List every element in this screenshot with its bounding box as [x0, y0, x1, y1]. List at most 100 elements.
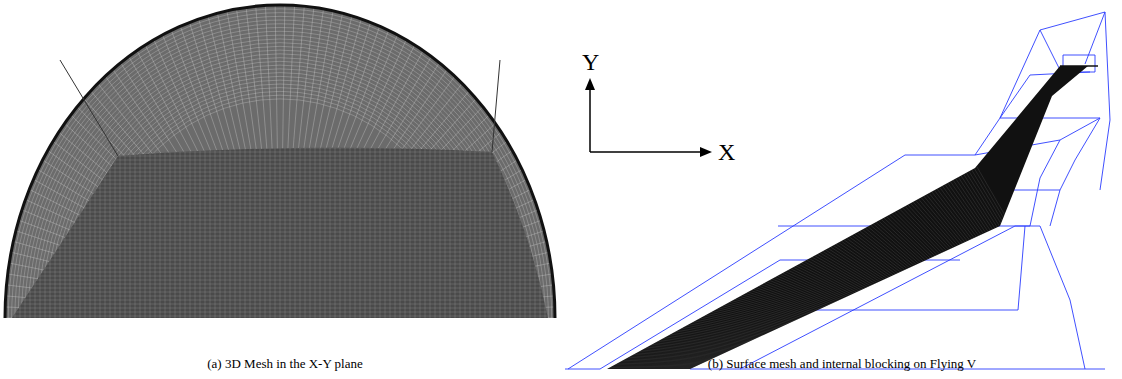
- mesh-line: [380, 140, 381, 320]
- mesh-line: [435, 140, 436, 320]
- mesh-line: [310, 140, 311, 320]
- mesh-line: [961, 176, 996, 231]
- mesh-line: [684, 327, 757, 339]
- mesh-line: [100, 140, 101, 320]
- mesh-line: [455, 140, 456, 320]
- mesh-line: [0, 312, 560, 313]
- mesh-line: [170, 140, 171, 320]
- mesh-line: [25, 140, 26, 320]
- mesh-line: [740, 296, 805, 317]
- mesh-line: [20, 140, 21, 320]
- mesh-line: [265, 140, 266, 320]
- mesh-line: [295, 140, 296, 320]
- mesh-line: [335, 140, 336, 320]
- mesh-line: [0, 240, 560, 241]
- mesh-line: [969, 171, 1003, 227]
- mesh-line: [0, 304, 560, 305]
- mesh-line: [0, 196, 560, 197]
- mesh-line: [0, 184, 560, 185]
- axis-label: Y: [582, 50, 599, 74]
- mesh-line: [470, 140, 471, 320]
- mesh-line: [918, 199, 959, 247]
- mesh-line: [375, 140, 376, 320]
- wing-tip: [1060, 65, 1098, 67]
- mesh-line: [210, 140, 211, 320]
- mesh-line: [966, 173, 1000, 228]
- mesh-line: [0, 220, 560, 221]
- mesh-line: [235, 140, 236, 320]
- mesh-line: [956, 179, 992, 233]
- mesh-line: [0, 160, 560, 161]
- wing-surface: [607, 66, 1088, 369]
- mesh-line: [650, 346, 727, 353]
- mesh-line: [748, 292, 812, 314]
- mesh-line: [0, 140, 1, 320]
- mesh-line: [485, 140, 486, 320]
- y-arrowhead: [585, 78, 595, 90]
- mesh-line: [55, 140, 56, 320]
- mesh-line: [948, 183, 985, 235]
- mesh-line: [0, 232, 560, 233]
- x-axis: [590, 151, 702, 153]
- inner-grid: [0, 140, 560, 320]
- mesh-line: [135, 140, 136, 320]
- mesh-line: [425, 140, 426, 320]
- mesh-line: [355, 140, 356, 320]
- mesh-line: [525, 140, 526, 320]
- mesh-line: [0, 188, 560, 189]
- mesh-line: [793, 267, 851, 296]
- mesh-line: [727, 304, 794, 322]
- mesh-line: [0, 192, 560, 193]
- mesh-line: [140, 140, 141, 320]
- mesh-line: [115, 140, 116, 320]
- mesh-line: [751, 291, 815, 313]
- mesh-line: [120, 140, 121, 320]
- mesh-line: [671, 334, 745, 344]
- mesh-line: [500, 140, 501, 320]
- mesh-line: [70, 140, 71, 320]
- mesh-line: [0, 204, 560, 205]
- mesh-line: [480, 140, 481, 320]
- mesh-line: [0, 264, 560, 265]
- mesh-line: [205, 140, 206, 320]
- mesh-line: [0, 228, 560, 229]
- mesh-line: [370, 140, 371, 320]
- mesh-line: [0, 144, 560, 145]
- mesh-line: [30, 140, 31, 320]
- mesh-line: [977, 167, 1010, 224]
- mesh-line: [45, 140, 46, 320]
- mesh-line: [921, 198, 962, 246]
- x-arrowhead: [700, 147, 712, 157]
- mesh-line: [450, 140, 451, 320]
- mesh-line: [280, 140, 281, 320]
- mesh-line: [0, 320, 560, 321]
- mesh-line: [796, 266, 853, 295]
- mesh-line: [0, 180, 560, 181]
- mesh-line: [85, 140, 86, 320]
- mesh-line: [647, 347, 725, 353]
- mesh-line: [0, 212, 560, 213]
- mesh-line: [110, 140, 111, 320]
- mesh-line: [410, 140, 411, 320]
- mesh-line: [705, 315, 775, 330]
- block-edge: [60, 60, 500, 156]
- mesh-line: [165, 140, 166, 320]
- mesh-line: [260, 140, 261, 320]
- mesh-line: [775, 277, 835, 303]
- mesh-line: [405, 140, 406, 320]
- mesh-line: [0, 152, 560, 153]
- mesh-line: [540, 140, 541, 320]
- mesh-line: [465, 140, 466, 320]
- mesh-line: [550, 140, 551, 320]
- mesh-line: [615, 365, 697, 366]
- mesh-line: [400, 140, 401, 320]
- axes: [585, 78, 712, 157]
- mesh-line: [220, 140, 221, 320]
- mesh-line: [510, 140, 511, 320]
- mesh-line: [190, 140, 191, 320]
- mesh-line: [958, 177, 994, 231]
- mesh-line: [916, 200, 957, 248]
- mesh-line: [0, 248, 560, 249]
- mesh-line: [285, 140, 286, 320]
- mesh-line: [160, 140, 161, 320]
